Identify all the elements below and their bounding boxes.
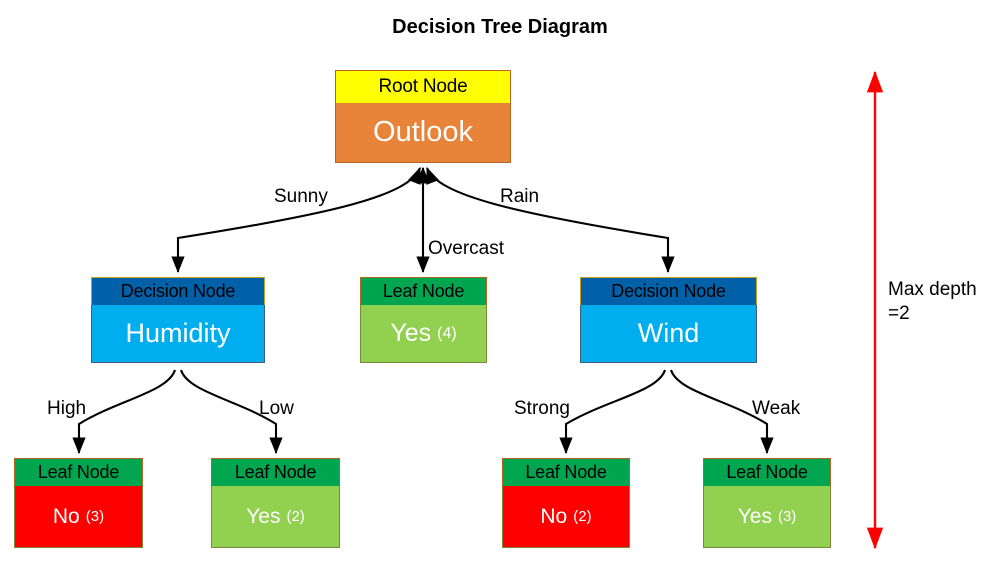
leaf-node-low-yes[interactable]: Leaf Node Yes (2) (211, 458, 340, 548)
decision-node-humidity[interactable]: Decision Node Humidity (91, 277, 265, 363)
leaf-node-overcast-yes[interactable]: Leaf Node Yes (4) (360, 277, 487, 363)
leaf-yes-2-body: Yes (2) (211, 486, 340, 548)
wind-node-kind: Decision Node (580, 277, 757, 305)
root-node-body: Outlook (335, 103, 511, 163)
edge-sunny (171, 166, 421, 274)
edge-label-weak: Weak (752, 398, 801, 419)
leaf-yes-3-body: Yes (3) (703, 486, 831, 548)
page-title: Decision Tree Diagram (392, 16, 608, 38)
humidity-node-label: Humidity (125, 318, 231, 348)
overcast-leaf-count: (4) (437, 324, 457, 342)
leaf-no-2-kind: Leaf Node (502, 458, 630, 486)
root-node-label: Outlook (373, 116, 473, 148)
leaf-yes-3-kind: Leaf Node (703, 458, 831, 486)
leaf-no-2-label: No (540, 505, 568, 528)
edge-strong (559, 369, 666, 455)
leaf-node-strong-no[interactable]: Leaf Node No (2) (502, 458, 630, 548)
overcast-leaf-label: Yes (390, 319, 432, 347)
leaf-no-3-kind: Leaf Node (14, 458, 143, 486)
overcast-leaf-body: Yes (4) (360, 305, 487, 363)
root-node-kind: Root Node (335, 70, 511, 103)
edge-label-strong: Strong (514, 398, 570, 419)
wind-node-body: Wind (580, 305, 757, 363)
leaf-yes-2-kind: Leaf Node (211, 458, 340, 486)
overcast-leaf-kind: Leaf Node (360, 277, 487, 305)
wind-node-label: Wind (637, 318, 700, 348)
root-node[interactable]: Root Node Outlook (335, 70, 511, 163)
decision-node-wind[interactable]: Decision Node Wind (580, 277, 757, 363)
humidity-node-body: Humidity (91, 305, 265, 363)
edge-label-high: High (47, 398, 87, 419)
leaf-node-weak-yes[interactable]: Leaf Node Yes (3) (703, 458, 831, 548)
leaf-no-2-body: No (2) (502, 486, 630, 548)
leaf-yes-3-count: (3) (777, 508, 797, 525)
edge-label-low: Low (259, 398, 294, 419)
max-depth-label: Max depth =2 (888, 279, 977, 324)
edge-label-sunny: Sunny (274, 186, 328, 207)
humidity-node-kind: Decision Node (91, 277, 265, 305)
leaf-yes-2-count: (2) (286, 508, 305, 525)
leaf-node-high-no[interactable]: Leaf Node No (3) (14, 458, 143, 548)
leaf-no-3-label: No (52, 505, 80, 528)
leaf-no-3-count: (3) (85, 508, 105, 525)
leaf-no-3-body: No (3) (14, 486, 143, 548)
leaf-yes-3-label: Yes (737, 505, 772, 528)
edge-high (72, 369, 176, 455)
edge-label-rain: Rain (500, 186, 540, 207)
leaf-no-2-count: (2) (573, 508, 592, 525)
leaf-yes-2-label: Yes (246, 505, 281, 528)
edge-label-overcast: Overcast (428, 238, 505, 259)
